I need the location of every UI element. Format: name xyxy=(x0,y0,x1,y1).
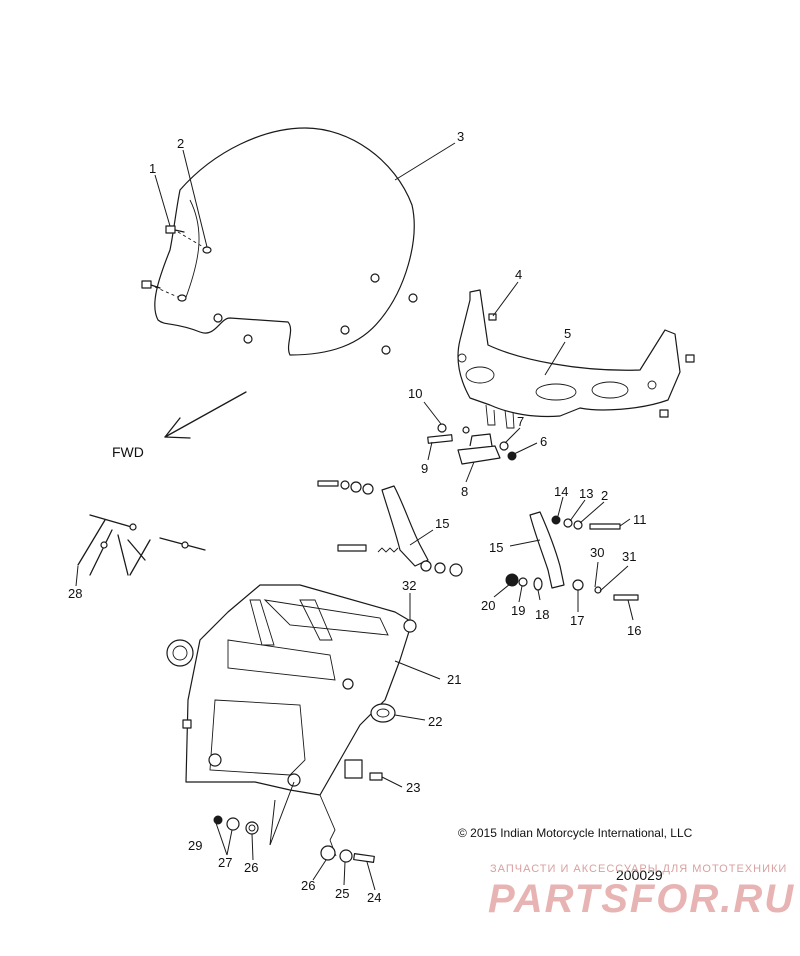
callout-number: 25 xyxy=(335,886,349,901)
callout-leaders xyxy=(75,142,634,891)
callout-number: 21 xyxy=(447,672,461,687)
callout-number: 19 xyxy=(511,603,525,618)
callout-number: 31 xyxy=(622,549,636,564)
washers-center xyxy=(437,423,517,461)
lower-hardware xyxy=(213,815,375,863)
callout-number: 23 xyxy=(406,780,420,795)
watermark: ЗАПЧАСТИ И АКСЕССУАРЫ ДЛЯ МОТОТЕХНИКИ PA… xyxy=(488,863,795,921)
callout-number: 14 xyxy=(554,484,568,499)
callout-number: 26 xyxy=(244,860,258,875)
fwd-label: FWD xyxy=(112,444,144,460)
callout-number: 8 xyxy=(461,484,468,499)
watermark-top-text: ЗАПЧАСТИ И АКСЕССУАРЫ ДЛЯ МОТОТЕХНИКИ xyxy=(490,863,787,875)
callout-number: 7 xyxy=(517,414,524,429)
callout-number: 6 xyxy=(540,434,547,449)
callout-number: 20 xyxy=(481,598,495,613)
callout-number: 15 xyxy=(489,540,503,555)
windshield-bracket xyxy=(457,289,695,429)
callout-number: 13 xyxy=(579,486,593,501)
callout-number: 3 xyxy=(457,129,464,144)
callout-number: 18 xyxy=(535,607,549,622)
callout-number: 4 xyxy=(515,267,522,282)
left-support-arm xyxy=(317,480,463,577)
callout-number: 11 xyxy=(633,512,647,527)
callout-number: 9 xyxy=(421,461,428,476)
windshield-screw xyxy=(141,225,206,299)
bracket-clamp xyxy=(457,433,501,465)
callout-number: 16 xyxy=(627,623,641,638)
callout-number: 1 xyxy=(149,161,156,176)
bracket-23 xyxy=(344,759,383,781)
callout-number: 5 xyxy=(564,326,571,341)
wire-clips xyxy=(77,514,206,576)
callout-number: 24 xyxy=(367,890,381,905)
callout-number: 15 xyxy=(435,516,449,531)
copyright-notice: © 2015 Indian Motorcycle International, … xyxy=(458,826,693,840)
callout-number: 17 xyxy=(570,613,584,628)
bolt-9 xyxy=(427,434,453,444)
windshield xyxy=(154,127,418,356)
callout-number: 10 xyxy=(408,386,422,401)
callout-number: 29 xyxy=(188,838,202,853)
right-support-arm xyxy=(505,511,639,601)
callout-numbers: 1 2 3 4 5 6 7 8 9 10 11 2 13 14 15 15 16… xyxy=(68,129,647,905)
figure-number: 200029 xyxy=(616,867,663,883)
forward-direction-arrow xyxy=(164,391,247,439)
callout-number: 32 xyxy=(402,578,416,593)
callout-number: 26 xyxy=(301,878,315,893)
callout-number: 27 xyxy=(218,855,232,870)
fairing-support-frame xyxy=(166,584,417,857)
callout-number: 22 xyxy=(428,714,442,729)
watermark-brand: PARTSFOR.RU xyxy=(488,877,795,921)
callout-number: 28 xyxy=(68,586,82,601)
callout-number: 30 xyxy=(590,545,604,560)
grommet-22 xyxy=(370,703,396,723)
callout-number: 2 xyxy=(601,488,608,503)
callout-number: 2 xyxy=(177,136,184,151)
